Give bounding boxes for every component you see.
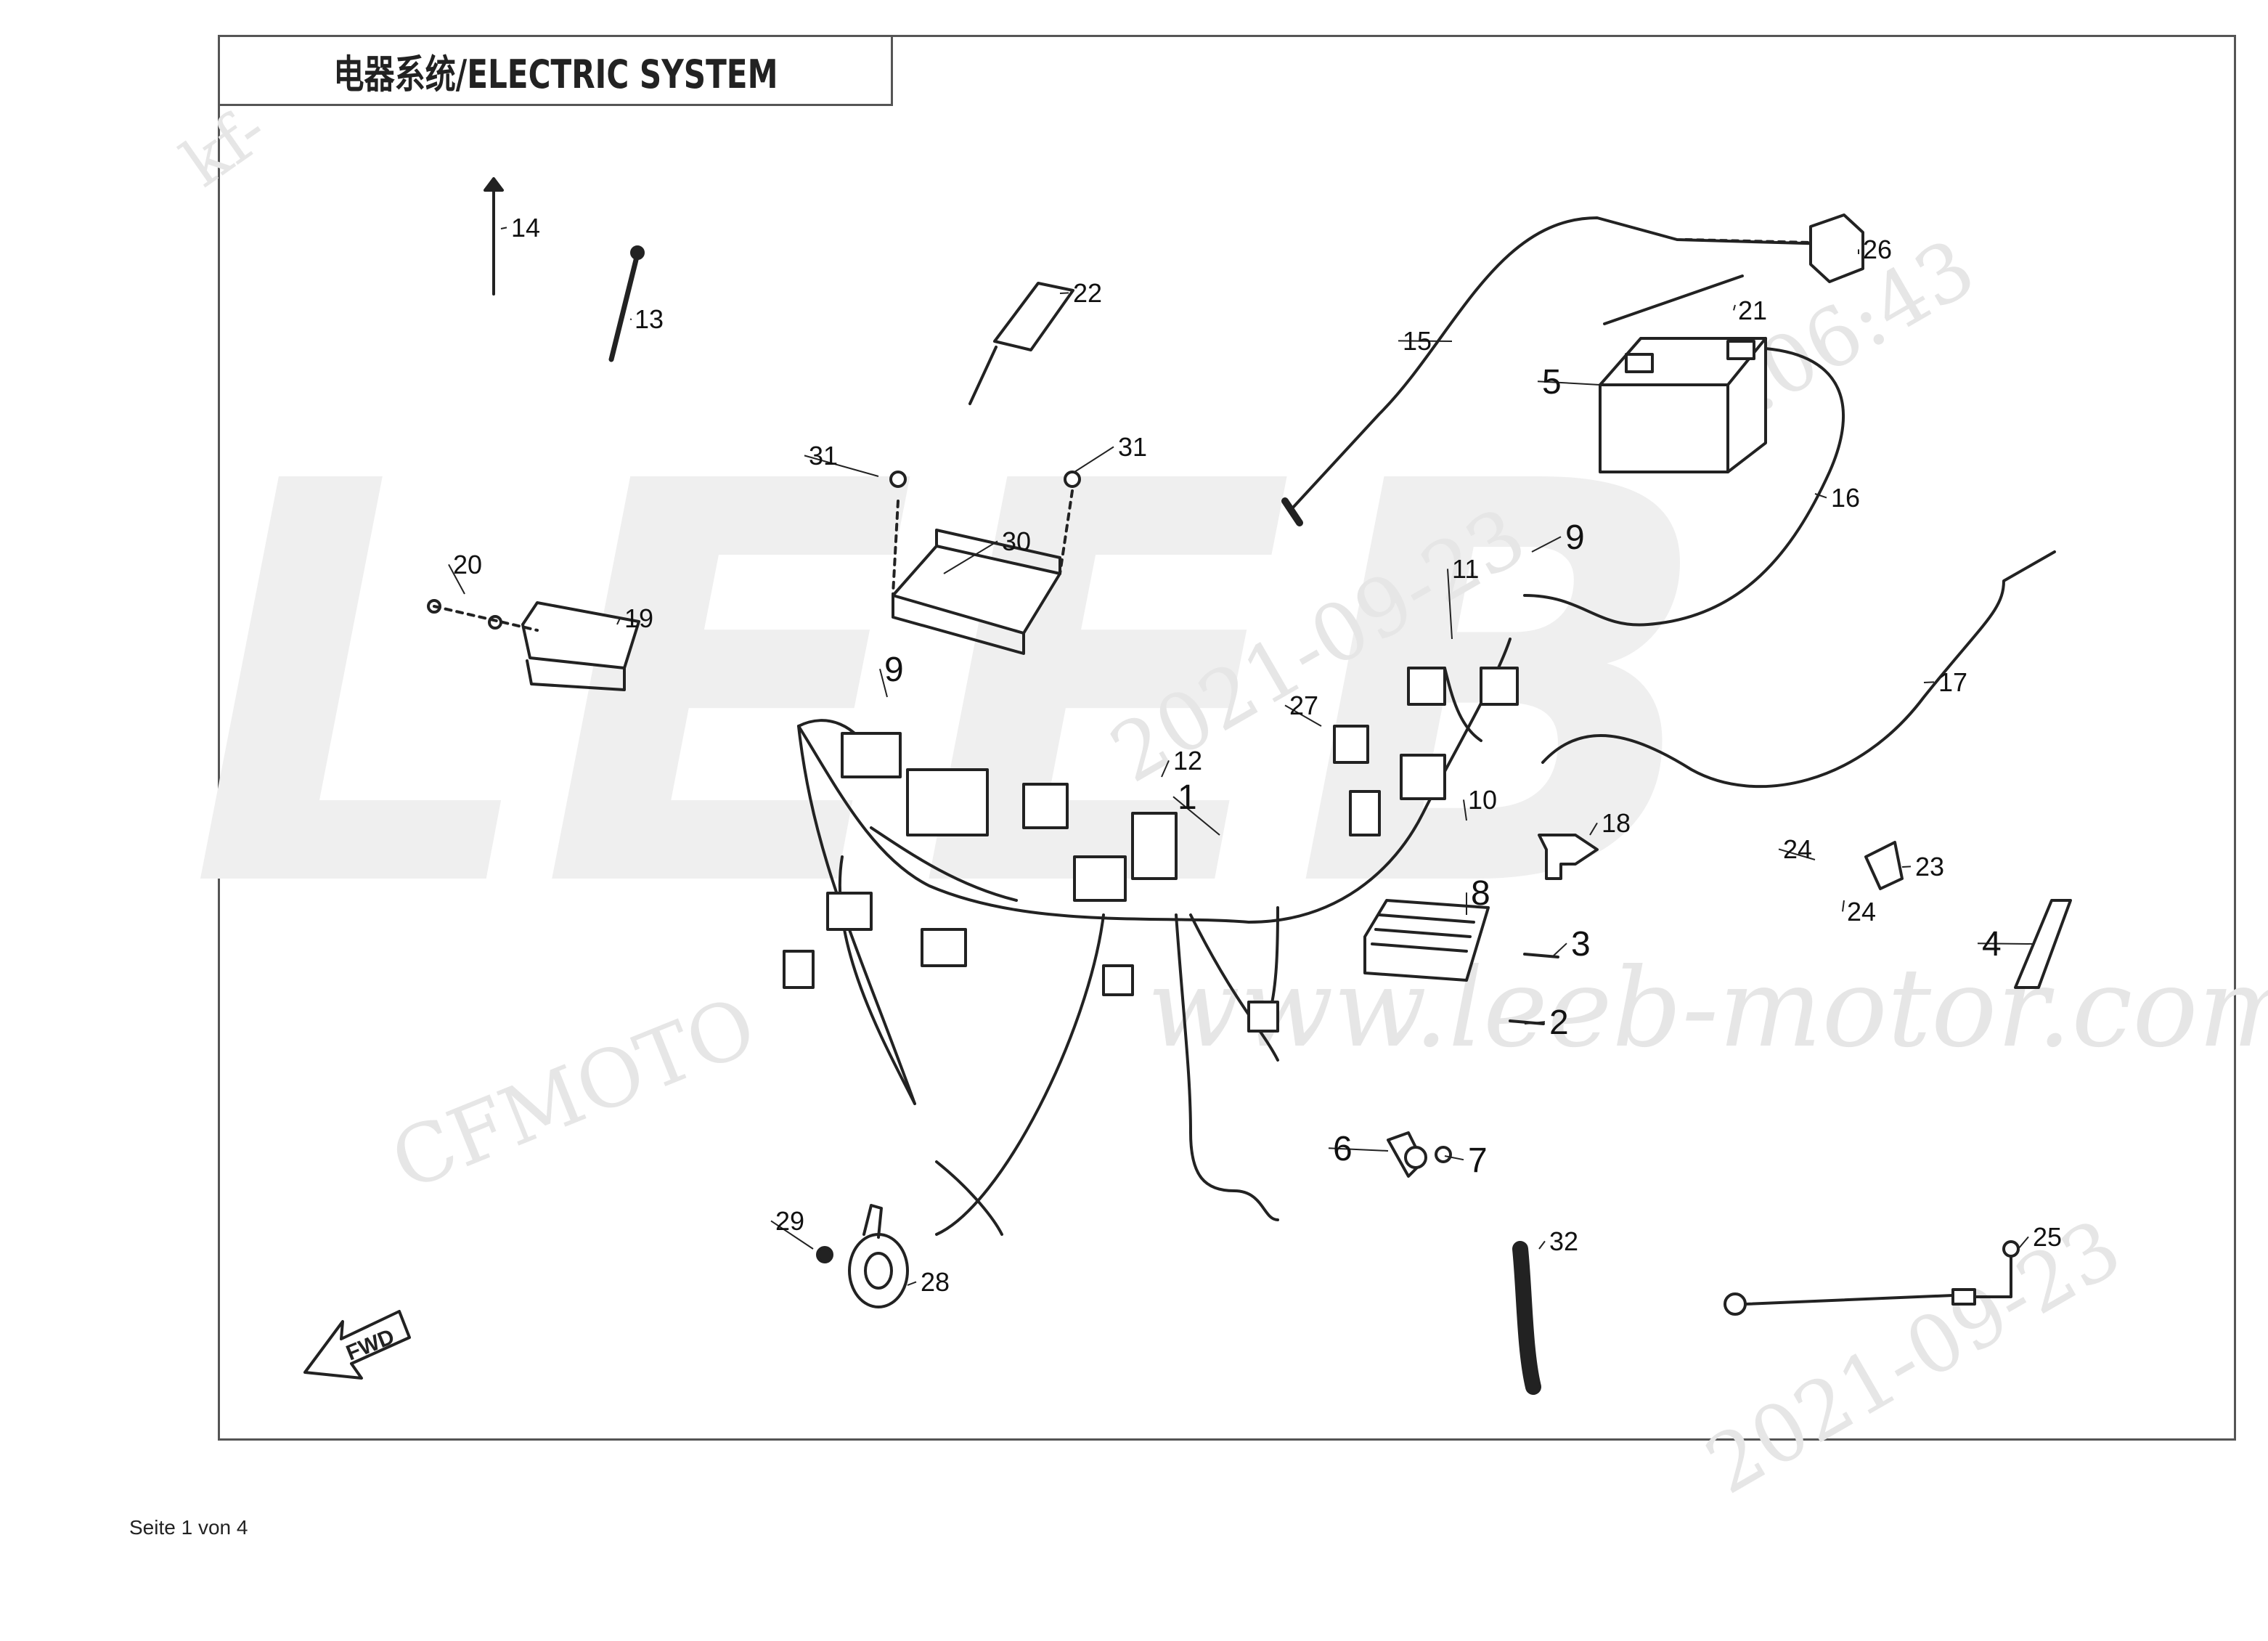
- leader-line-24: [1842, 900, 1845, 912]
- callout-24: 24: [1783, 834, 1812, 864]
- leader-line-3: [1553, 942, 1567, 956]
- part-horn: [816, 1204, 909, 1308]
- watermark-date-bottom: 2021-09-23: [1691, 1202, 2136, 1512]
- part-relay-27: [1333, 725, 1369, 764]
- page-title: 电器系统/ELECTRIC SYSTEM: [333, 51, 778, 97]
- callout-7: 7: [1468, 1141, 1488, 1180]
- callout-20: 20: [453, 550, 482, 579]
- callout-26: 26: [1863, 235, 1892, 264]
- part-module-22: [968, 282, 1074, 405]
- callout-4: 4: [1982, 925, 2002, 964]
- leader-line-9: [1531, 536, 1562, 553]
- callout-32: 32: [1549, 1226, 1578, 1256]
- callout-25: 25: [2033, 1222, 2062, 1252]
- part-cable-tie-pin: [484, 177, 504, 296]
- callout-28: 28: [921, 1267, 950, 1297]
- fwd-arrow-icon: [303, 1310, 411, 1380]
- drawing-frame: [218, 35, 2236, 1441]
- leader-line-7: [1444, 1155, 1464, 1161]
- callout-1: 1: [1178, 778, 1197, 817]
- leader-line-14: [500, 227, 507, 229]
- watermark-brand: LEEB: [189, 367, 1715, 1009]
- callout-3: 3: [1571, 925, 1591, 964]
- callout-21: 21: [1738, 296, 1767, 325]
- callout-29: 29: [775, 1206, 804, 1236]
- callout-8: 8: [1471, 874, 1490, 913]
- part-bracket-4: [2014, 899, 2072, 989]
- leader-line-27: [1284, 704, 1322, 727]
- callout-10: 10: [1468, 785, 1497, 815]
- callout-6: 6: [1333, 1130, 1353, 1168]
- leader-line-16: [1814, 493, 1827, 499]
- callout-15: 15: [1403, 326, 1432, 356]
- part-sensor-18: [1538, 834, 1599, 880]
- leader-line-9: [879, 668, 888, 698]
- callout-13: 13: [635, 304, 664, 334]
- callout-17: 17: [1938, 667, 1967, 697]
- leader-line-23: [1901, 866, 1912, 868]
- leader-line-29: [770, 1220, 814, 1250]
- part-clip-6-7: [1387, 1131, 1452, 1178]
- part-cable-21: [1603, 274, 1744, 325]
- callout-5: 5: [1542, 363, 1562, 402]
- leader-line-18: [1589, 822, 1598, 836]
- part-cable-15: [1291, 216, 1831, 510]
- callout-18: 18: [1602, 808, 1631, 838]
- page-footer: Seite 1 von 4: [129, 1516, 248, 1539]
- leader-line-20: [448, 563, 465, 595]
- callout-9: 9: [1565, 518, 1585, 557]
- leader-line-28: [907, 1281, 917, 1286]
- part-ecu: [889, 471, 1081, 655]
- callout-19: 19: [624, 603, 653, 633]
- leader-line-24: [1778, 848, 1816, 860]
- leader-line-6: [1328, 1147, 1389, 1152]
- leader-line-1: [1172, 796, 1220, 836]
- leader-line-17: [1923, 681, 1935, 683]
- part-voltage-regulator: [1363, 899, 1559, 1025]
- callout-22: 22: [1073, 278, 1102, 308]
- part-wire-17: [1541, 550, 2056, 789]
- leader-line-19: [616, 617, 621, 625]
- watermark-maker: CFMOTO: [379, 979, 768, 1208]
- callout-30: 30: [1002, 526, 1031, 556]
- part-main-harness: [783, 638, 1519, 1236]
- leader-line-30: [943, 540, 998, 574]
- leader-line-32: [1538, 1240, 1546, 1250]
- callout-27: 27: [1289, 691, 1318, 720]
- part-sensor-23: [1864, 841, 1904, 890]
- leader-line-31: [804, 455, 879, 477]
- watermark-url: www.leeb-motor.com: [1147, 945, 2268, 1072]
- callout-24: 24: [1847, 897, 1876, 927]
- callout-2: 2: [1549, 1003, 1569, 1042]
- callout-31: 31: [1118, 432, 1147, 462]
- callout-14: 14: [511, 213, 540, 243]
- leader-line-4: [1977, 942, 2034, 945]
- leader-line-31: [1074, 446, 1114, 473]
- callout-11: 11: [1452, 554, 1479, 584]
- part-control-unit-19: [427, 599, 640, 691]
- part-battery: [1599, 337, 1767, 473]
- callout-9: 9: [884, 651, 904, 689]
- callout-16: 16: [1831, 483, 1860, 513]
- part-ground-cable-25: [1724, 1240, 2020, 1316]
- leader-line-12: [1161, 760, 1170, 778]
- part-cable-tie: [608, 245, 645, 362]
- leader-line-25: [2018, 1236, 2029, 1250]
- leader-line-21: [1733, 304, 1736, 311]
- leader-line-11: [1447, 569, 1453, 640]
- watermark-corner: kf-: [168, 91, 280, 202]
- part-relay-26: [1684, 213, 1864, 283]
- callout-31: 31: [809, 441, 838, 471]
- callout-12: 12: [1173, 746, 1202, 775]
- part-cable-16: [1523, 347, 1845, 627]
- leader-line-5: [1537, 380, 1601, 386]
- leader-line-10: [1463, 799, 1467, 821]
- leader-line-2: [1524, 1021, 1546, 1025]
- part-tube-32: [1512, 1241, 1541, 1395]
- title-box: 电器系统/ELECTRIC SYSTEM: [218, 35, 893, 106]
- callout-23: 23: [1915, 852, 1944, 881]
